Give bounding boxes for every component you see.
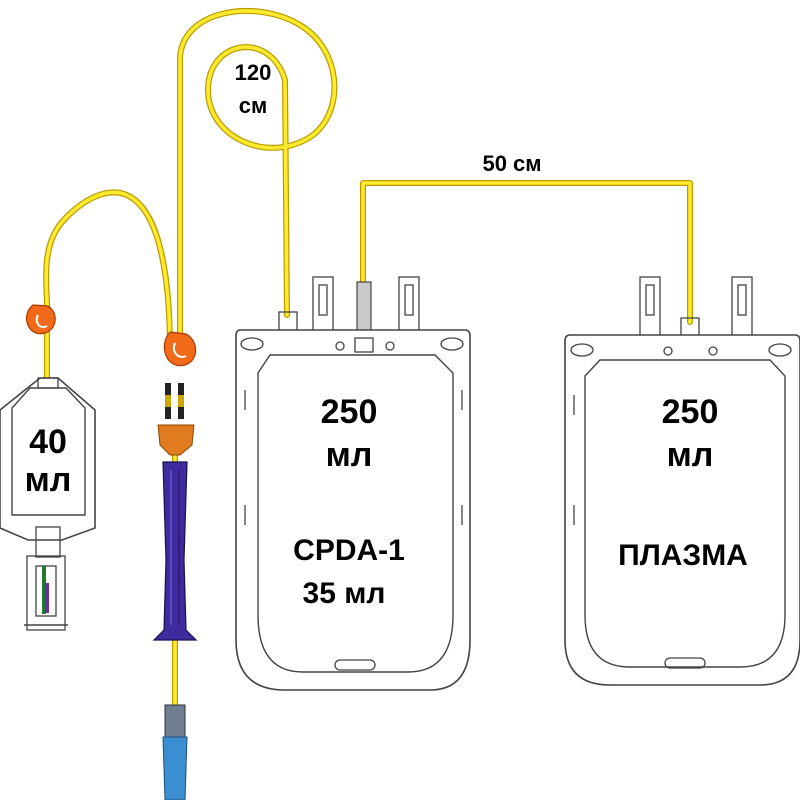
clamp-icon[interactable] — [163, 331, 197, 367]
coil-length-unit: см — [239, 93, 268, 118]
plasma-bag-volume-value: 250 — [662, 393, 719, 431]
sample-bag — [0, 377, 96, 631]
sample-tube — [43, 189, 173, 413]
needle-guard[interactable] — [152, 461, 198, 641]
transfer-tube-length: 50 см — [482, 151, 541, 176]
primary-bag-anticoagulant: CPDA-1 — [293, 534, 405, 567]
plasma-bag-name: ПЛАЗМА — [618, 539, 748, 572]
coil-length-value: 120 — [235, 60, 272, 85]
primary-bag-volume-value: 250 — [321, 393, 378, 431]
sample-bag-volume-value: 40 — [29, 423, 67, 461]
needle-cap[interactable] — [162, 736, 188, 800]
transfer-tube — [360, 180, 693, 325]
primary-bag — [235, 276, 471, 691]
plasma-bag-volume-unit: мл — [667, 436, 714, 474]
sample-bag-volume-unit: мл — [25, 461, 72, 499]
coiled-tube — [177, 7, 338, 348]
clamp-icon[interactable] — [26, 304, 56, 335]
needle-assembly — [152, 383, 198, 800]
y-connector — [157, 424, 195, 456]
primary-bag-volume-unit: мл — [326, 436, 373, 474]
primary-bag-anticoagulant-volume: 35 мл — [303, 577, 386, 610]
plasma-bag — [564, 276, 800, 686]
